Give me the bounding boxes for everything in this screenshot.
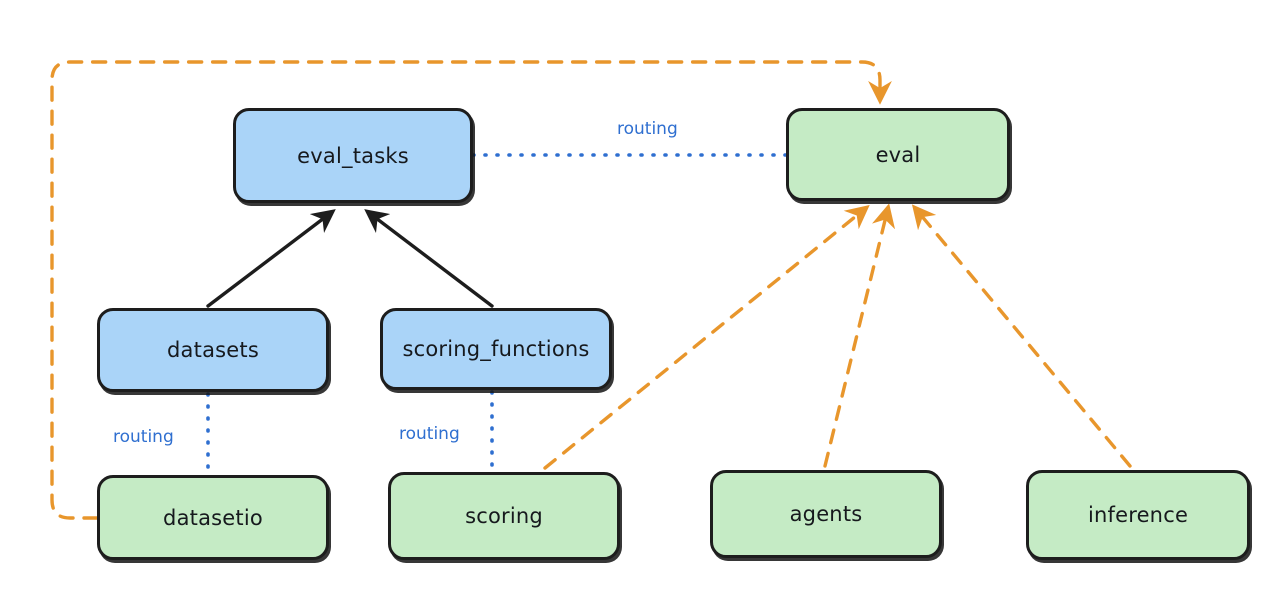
node-inference[interactable]: inference xyxy=(1026,470,1250,560)
edge-label-routing-eval-tasks-eval: routing xyxy=(614,121,681,138)
node-label: scoring_functions xyxy=(402,337,590,361)
node-eval[interactable]: eval xyxy=(786,108,1010,201)
node-datasets[interactable]: datasets xyxy=(97,308,329,392)
node-label: eval xyxy=(875,142,921,167)
node-agents[interactable]: agents xyxy=(710,470,942,558)
node-scoring[interactable]: scoring xyxy=(388,472,620,560)
edge-inference-eval xyxy=(911,204,1132,468)
node-datasetio[interactable]: datasetio xyxy=(97,475,329,560)
node-label: inference xyxy=(1087,503,1189,527)
node-eval-tasks[interactable]: eval_tasks xyxy=(233,108,473,203)
edge-datasets-eval_tasks xyxy=(206,209,336,308)
node-scoring-functions[interactable]: scoring_functions xyxy=(380,308,612,390)
edge-scoring_functions-eval_tasks xyxy=(364,209,494,308)
node-label: scoring xyxy=(465,504,543,528)
edge-label-routing-scoring-functions-scoring: routing xyxy=(396,426,463,443)
edge-label-routing-datasets-datasetio: routing xyxy=(110,429,177,446)
node-label: datasets xyxy=(167,338,259,362)
edge-agents-eval xyxy=(823,203,896,468)
node-label: eval_tasks xyxy=(297,143,409,168)
node-label: datasetio xyxy=(163,505,263,530)
node-label: agents xyxy=(789,502,863,526)
